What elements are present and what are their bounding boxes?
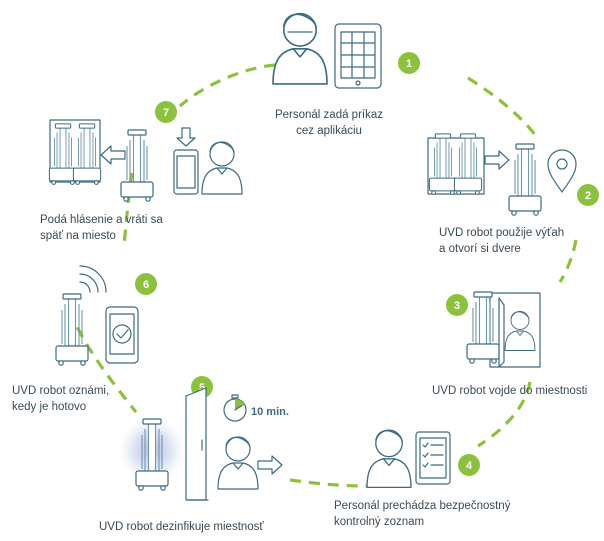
step-7-caption-line-2: späť na miesto bbox=[40, 230, 116, 242]
person-icon bbox=[217, 436, 259, 490]
svg-text:3: 3 bbox=[454, 300, 460, 312]
step-badge-3: 3 bbox=[446, 294, 468, 316]
svg-text:5: 5 bbox=[199, 382, 205, 394]
person-icon bbox=[272, 12, 328, 85]
elevator-icon bbox=[427, 137, 485, 195]
step-badge-1: 1 bbox=[398, 52, 420, 74]
step-2-caption-line-2: a otvorí si dvere bbox=[439, 243, 521, 255]
wifi-signal-icon bbox=[79, 265, 107, 293]
svg-text:2: 2 bbox=[585, 190, 591, 202]
timer-label: 10 min. bbox=[251, 406, 289, 418]
step-badge-4: 4 bbox=[458, 454, 480, 476]
checklist-tablet-icon bbox=[415, 431, 451, 485]
robot-icon bbox=[120, 129, 154, 202]
person-icon bbox=[504, 311, 536, 351]
arrow-down-icon bbox=[176, 127, 196, 147]
phone-check-icon bbox=[105, 306, 139, 364]
step-6-caption-line-2: kedy je hotovo bbox=[12, 401, 86, 413]
step-1-caption-line-2: cez aplikáciu bbox=[296, 125, 362, 137]
step-6-caption-line-1: UVD robot oznámi, bbox=[12, 385, 109, 397]
svg-text:7: 7 bbox=[163, 107, 169, 119]
step-5-illustration: 10 min. bbox=[118, 387, 289, 501]
step-4-illustration bbox=[366, 429, 451, 489]
cycle-path bbox=[68, 63, 578, 488]
step-badge-6: 6 bbox=[135, 273, 157, 295]
robot-icon bbox=[466, 291, 500, 364]
step-4-caption-line-1: Personál prechádza bezpečnostný bbox=[334, 500, 511, 512]
robot-icon bbox=[428, 133, 458, 195]
step-3-caption-line-1: UVD robot vojde do miestnosti bbox=[432, 385, 587, 397]
tablet-icon bbox=[334, 23, 382, 89]
robot-icon bbox=[48, 123, 78, 185]
step-badge-2: 2 bbox=[577, 184, 599, 206]
svg-text:6: 6 bbox=[143, 279, 149, 291]
location-pin-icon bbox=[547, 149, 577, 193]
step-badge-7: 7 bbox=[155, 101, 177, 123]
svg-text:1: 1 bbox=[406, 58, 412, 70]
step-3-illustration bbox=[466, 291, 541, 368]
phone-icon bbox=[173, 149, 199, 195]
step-5-caption-line-1: UVD robot dezinfikuje miestnosť bbox=[99, 521, 264, 533]
step-6-illustration bbox=[55, 265, 139, 366]
arrow-right-icon bbox=[257, 455, 283, 475]
step-1-caption-line-1: Personál zadá príkaz bbox=[275, 109, 383, 121]
robot-icon bbox=[55, 293, 89, 366]
arrow-left-icon bbox=[100, 145, 126, 165]
step-2-caption-line-1: UVD robot použije výťah bbox=[439, 227, 564, 239]
arrow-right-icon bbox=[484, 150, 510, 170]
step-2-illustration bbox=[427, 133, 577, 216]
step-4-caption-line-2: kontrolný zoznam bbox=[334, 516, 424, 528]
elevator-icon bbox=[49, 119, 101, 183]
stopwatch-icon bbox=[223, 394, 247, 422]
svg-text:4: 4 bbox=[466, 460, 473, 472]
person-icon bbox=[201, 141, 243, 195]
step-1-illustration bbox=[272, 12, 382, 89]
step-7-illustration bbox=[48, 119, 243, 202]
robot-icon bbox=[72, 123, 102, 185]
person-icon bbox=[366, 429, 412, 489]
robot-icon bbox=[453, 133, 483, 195]
step-7-caption-line-1: Podá hlásenie a vráti sa bbox=[40, 214, 163, 226]
door-icon bbox=[185, 387, 209, 501]
robot-icon bbox=[508, 143, 542, 216]
